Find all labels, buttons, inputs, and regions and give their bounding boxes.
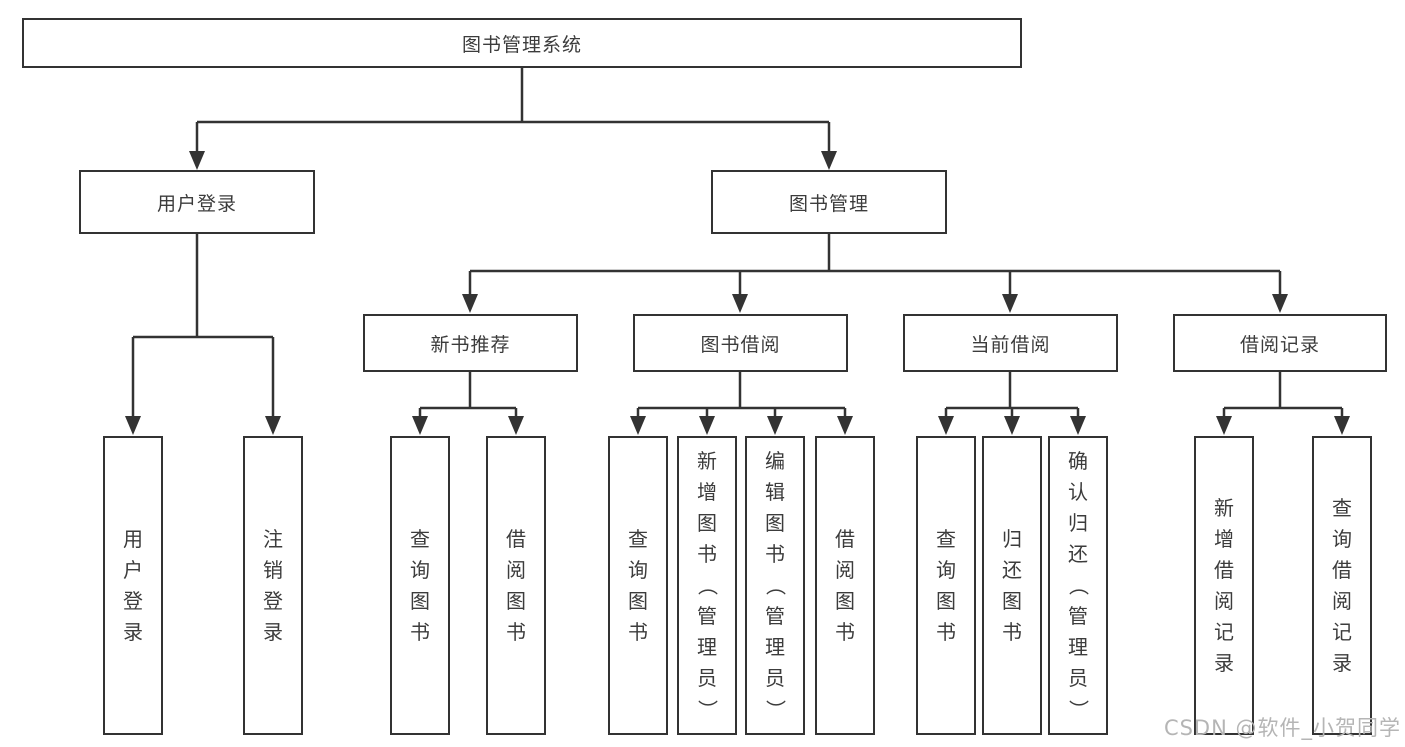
leaf-confirm-return-admin-label: 确认归还（管理员） [1066, 449, 1091, 720]
leaf-add-borrow-record: 新增借阅记录 [1194, 436, 1254, 735]
node-root-label: 图书管理系统 [461, 33, 582, 56]
leaf-query-books-borrow-label: 查询图书 [628, 526, 648, 644]
node-borrow-records-label: 借阅记录 [1239, 333, 1320, 356]
arrowhead [699, 416, 715, 435]
leaf-logout: 注销登录 [243, 436, 303, 735]
arrowhead [821, 151, 837, 170]
arrowhead [189, 151, 205, 170]
arrowhead [125, 416, 141, 435]
node-user-login-label: 用户登录 [156, 192, 237, 215]
leaf-confirm-return-admin: 确认归还（管理员） [1048, 436, 1108, 735]
leaf-return-books-label: 归还图书 [1002, 526, 1022, 644]
leaf-query-borrow-record-label: 查询借阅记录 [1332, 495, 1352, 675]
leaf-add-books-admin-label: 新增图书（管理员） [695, 449, 720, 720]
arrowhead [1070, 416, 1086, 435]
leaf-query-books-recommend: 查询图书 [390, 436, 450, 735]
arrowhead [265, 416, 281, 435]
leaf-query-books-current-label: 查询图书 [936, 526, 956, 644]
arrowhead [938, 416, 954, 435]
arrowhead [1004, 416, 1020, 435]
leaf-add-books-admin: 新增图书（管理员） [677, 436, 737, 735]
node-new-book-recommend: 新书推荐 [363, 314, 578, 372]
arrowhead [1272, 294, 1288, 313]
connector-login-to-leaves [131, 234, 275, 420]
node-book-borrow: 图书借阅 [633, 314, 848, 372]
arrowhead [767, 416, 783, 435]
arrowhead [412, 416, 428, 435]
leaf-edit-books-admin: 编辑图书（管理员） [745, 436, 805, 735]
arrowhead [1002, 294, 1018, 313]
node-book-management: 图书管理 [711, 170, 947, 234]
node-current-borrow: 当前借阅 [903, 314, 1118, 372]
leaf-return-books: 归还图书 [982, 436, 1042, 735]
node-root-system: 图书管理系统 [22, 18, 1022, 68]
leaf-borrow-books-recommend-label: 借阅图书 [506, 526, 526, 644]
connector-borrow-to-leaves [636, 372, 847, 420]
leaf-edit-books-admin-label: 编辑图书（管理员） [763, 449, 788, 720]
leaf-borrow-books-recommend: 借阅图书 [486, 436, 546, 735]
arrowhead [732, 294, 748, 313]
leaf-logout-label: 注销登录 [263, 526, 283, 644]
node-user-login: 用户登录 [79, 170, 315, 234]
connector-root-to-level2 [195, 68, 831, 156]
leaf-query-borrow-record: 查询借阅记录 [1312, 436, 1372, 735]
connector-management-to-level3 [468, 234, 1282, 296]
connector-recommend-to-leaves [418, 372, 518, 420]
leaf-borrow-books: 借阅图书 [815, 436, 875, 735]
node-book-borrow-label: 图书借阅 [700, 333, 781, 356]
arrowhead [630, 416, 646, 435]
leaf-user-login-label: 用户登录 [123, 526, 143, 644]
node-current-borrow-label: 当前借阅 [970, 333, 1051, 356]
arrowhead [508, 416, 524, 435]
arrowhead [1216, 416, 1232, 435]
connector-current-to-leaves [944, 372, 1080, 420]
leaf-add-borrow-record-label: 新增借阅记录 [1214, 495, 1234, 675]
leaf-query-books-current: 查询图书 [916, 436, 976, 735]
leaf-query-books-recommend-label: 查询图书 [410, 526, 430, 644]
arrowhead [1334, 416, 1350, 435]
csdn-watermark: CSDN @软件_小贺同学 [1163, 716, 1401, 740]
leaf-borrow-books-label: 借阅图书 [835, 526, 855, 644]
node-borrow-records: 借阅记录 [1173, 314, 1387, 372]
connector-records-to-leaves [1222, 372, 1344, 420]
node-new-book-recommend-label: 新书推荐 [430, 333, 511, 356]
arrowhead [462, 294, 478, 313]
leaf-user-login: 用户登录 [103, 436, 163, 735]
arrowhead [837, 416, 853, 435]
node-book-management-label: 图书管理 [788, 192, 869, 215]
leaf-query-books-borrow: 查询图书 [608, 436, 668, 735]
